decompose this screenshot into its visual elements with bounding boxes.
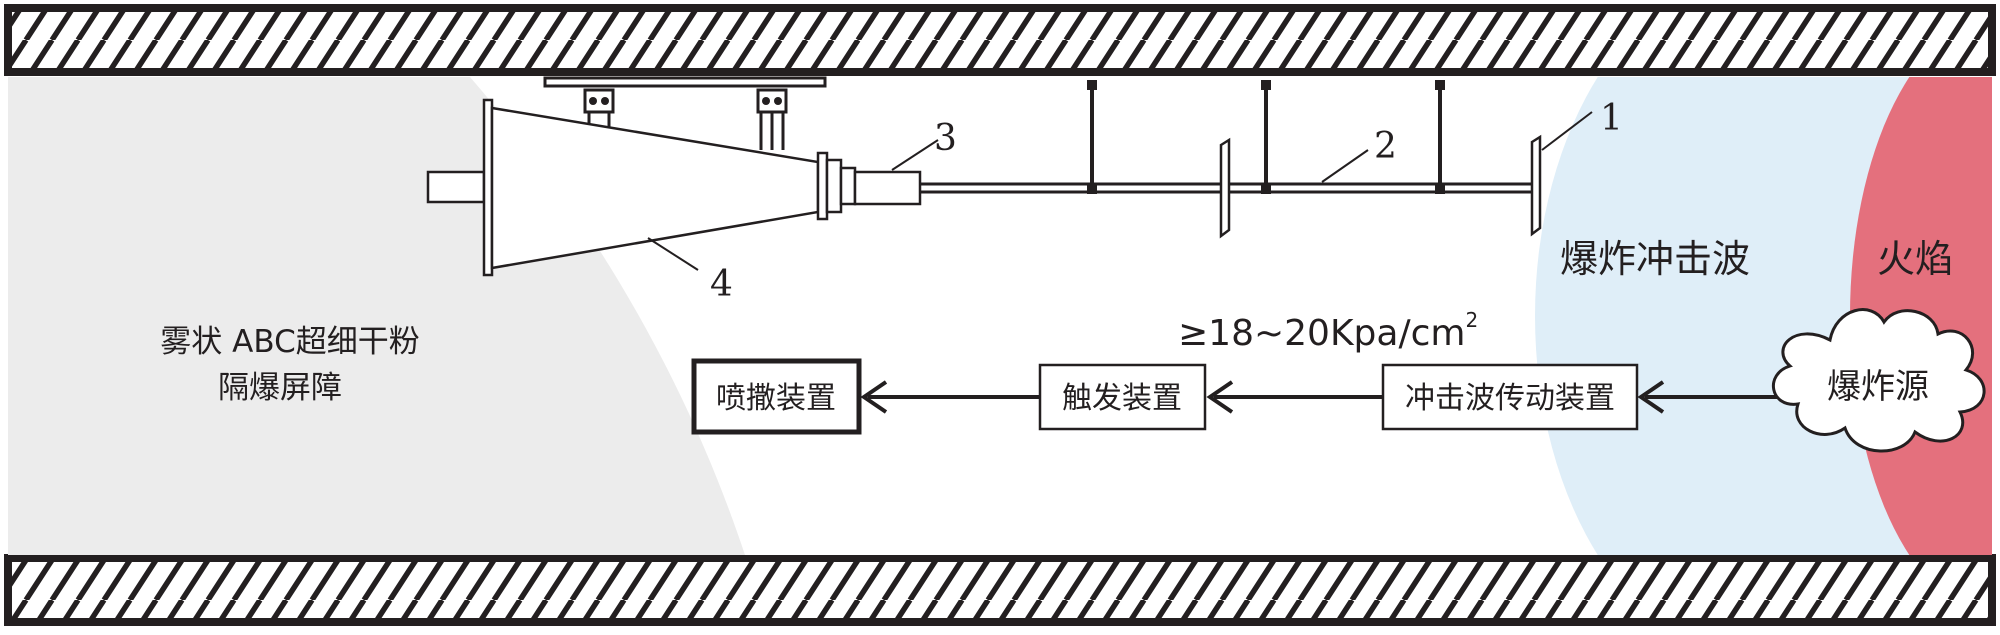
- top-wall: [4, 4, 1996, 76]
- bottom-wall: [4, 554, 1996, 626]
- flow-arrow-trigger-to-spray: [860, 380, 1040, 414]
- callout-leader-4: [647, 237, 699, 271]
- flow-box-trigger: 触发装置: [1038, 363, 1207, 431]
- callout-label-4: 4: [710, 264, 733, 305]
- callout-leader-2: [1321, 149, 1369, 183]
- flame-label: 火焰: [1877, 237, 1953, 281]
- flow-box-shockwave-transmission: 冲击波传动装置: [1381, 363, 1639, 431]
- callout-label-1: 1: [1600, 98, 1623, 139]
- callout-label-2: 2: [1374, 126, 1397, 167]
- flow-box-spray-label: 喷撒装置: [716, 381, 836, 416]
- shockwave-label: 爆炸冲击波: [1560, 237, 1750, 281]
- ceiling-mount: [543, 76, 827, 150]
- barrier-label-line2: 隔爆屏障: [218, 370, 342, 406]
- callout-leader-1: [1541, 111, 1593, 151]
- flow-arrow-transmission-to-trigger: [1206, 380, 1383, 414]
- spray-nozzle-cone: [426, 98, 922, 277]
- flow-box-trigger-label: 触发装置: [1062, 381, 1182, 416]
- flow-arrow-source-to-transmission: [1637, 380, 1777, 414]
- explosion-source-cloud: [1772, 308, 1986, 453]
- barrier-label-line1: 雾状 ABC超细干粉: [160, 324, 419, 360]
- flow-box-shockwave-transmission-label: 冲击波传动装置: [1405, 381, 1615, 416]
- callout-leader-3: [891, 139, 939, 171]
- flow-box-spray: 喷撒装置: [691, 358, 862, 435]
- baffle-plate-end: [1530, 134, 1542, 237]
- baffle-plate-middle: [1219, 137, 1231, 239]
- callout-label-3: 3: [934, 118, 957, 159]
- explosion-source-label: 爆炸源: [1827, 367, 1929, 407]
- pressure-threshold-label: ≥18~20Kpa/cm2: [1178, 308, 1478, 354]
